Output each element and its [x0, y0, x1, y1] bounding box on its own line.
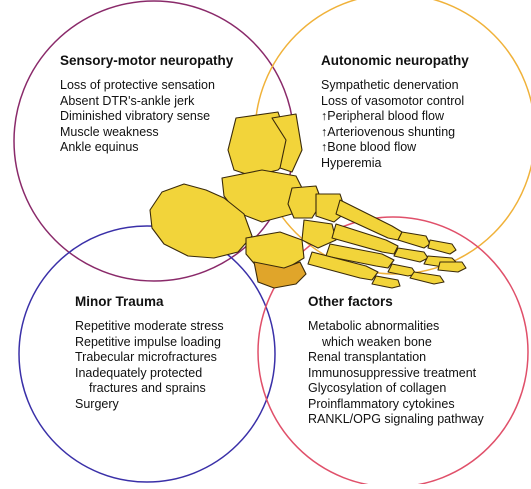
other-item: Metabolic abnormalities [308, 319, 484, 335]
autonomic-item: ↑Peripheral blood flow [321, 109, 469, 125]
phalanx-bone-1 [398, 232, 430, 248]
sensory-item: Loss of protective sensation [60, 78, 233, 94]
sensory-item: Diminished vibratory sense [60, 109, 233, 125]
other-item: Immunosuppressive treatment [308, 366, 484, 382]
other-item: Glycosylation of collagen [308, 381, 484, 397]
other-title: Other factors [308, 294, 484, 309]
sensory-block: Sensory-motor neuropathy Loss of protect… [60, 53, 233, 156]
phalanx-bone-3 [394, 248, 428, 262]
trauma-item: Repetitive moderate stress [75, 319, 224, 335]
sensory-item: Ankle equinus [60, 140, 233, 156]
other-item: Proinflammatory cytokines [308, 397, 484, 413]
sensory-item: Muscle weakness [60, 125, 233, 141]
autonomic-item: Loss of vasomotor control [321, 94, 469, 110]
trauma-title: Minor Trauma [75, 294, 224, 309]
autonomic-item: Sympathetic denervation [321, 78, 469, 94]
other-item: RANKL/OPG signaling pathway [308, 412, 484, 428]
trauma-item: Repetitive impulse loading [75, 335, 224, 351]
autonomic-block: Autonomic neuropathy Sympathetic denerva… [321, 53, 469, 171]
autonomic-title: Autonomic neuropathy [321, 53, 469, 68]
other-item: Renal transplantation [308, 350, 484, 366]
trauma-item: Inadequately protected [75, 366, 224, 382]
sensory-item: Absent DTR's-ankle jerk [60, 94, 233, 110]
phalanx-bone-8 [438, 262, 466, 272]
other-item: which weaken bone [308, 335, 484, 351]
phalanx-bone-2 [428, 240, 456, 254]
autonomic-item: Hyperemia [321, 156, 469, 172]
trauma-item: Surgery [75, 397, 224, 413]
autonomic-item: ↑Bone blood flow [321, 140, 469, 156]
trauma-item: fractures and sprains [75, 381, 224, 397]
sensory-title: Sensory-motor neuropathy [60, 53, 233, 68]
autonomic-item: ↑Arteriovenous shunting [321, 125, 469, 141]
trauma-item: Trabecular microfractures [75, 350, 224, 366]
phalanx-bone-7 [372, 276, 400, 288]
phalanx-bone-6 [410, 272, 444, 284]
